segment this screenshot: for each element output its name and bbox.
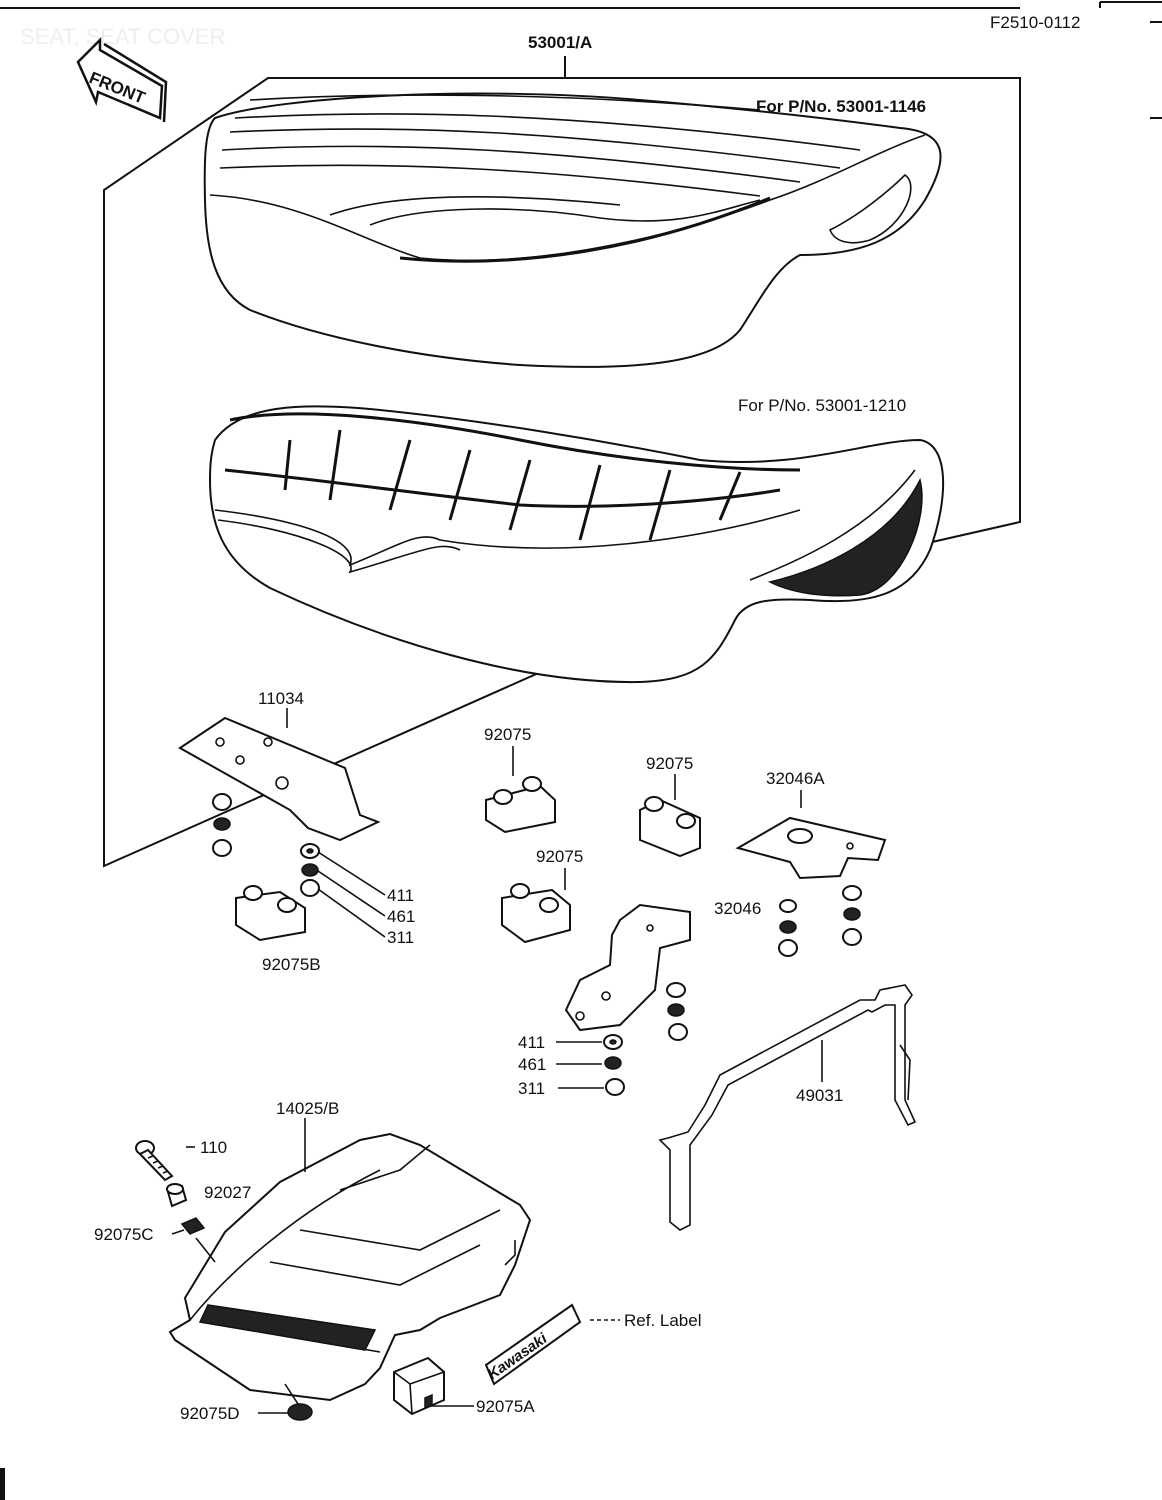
tail-cover-callout: 14025/B <box>276 1099 339 1118</box>
damper-92075b <box>235 885 306 942</box>
nut-stack-left <box>212 793 232 857</box>
collar-92027 <box>166 1183 188 1208</box>
damper-92075-top <box>485 776 556 834</box>
washer-411-mid <box>603 1034 623 1050</box>
damper-92075a-label: 92075A <box>476 1397 535 1416</box>
faint-header-text: SEAT, SEAT COVER <box>20 24 225 49</box>
nut-311-left <box>300 879 320 897</box>
nut-311-mid <box>605 1078 625 1096</box>
rod-49031 <box>658 984 917 1231</box>
washer-461-left <box>301 863 319 877</box>
damper-92075c-leader <box>171 1229 185 1235</box>
bolt-32046-label: 32046 <box>714 899 761 918</box>
nut-311-left-label: 311 <box>387 928 414 947</box>
variant-1210-label: For P/No. 53001-1210 <box>738 396 906 415</box>
bolt-32046-stack <box>778 899 798 957</box>
washer-411-left <box>300 843 320 859</box>
front-direction-arrow-icon: FRONT <box>76 36 168 123</box>
bracket-11034 <box>178 716 381 842</box>
washer-411-mid-label: 411 <box>518 1033 545 1052</box>
emblem-text: Kawasaki <box>485 1330 551 1384</box>
stay-32046a <box>735 816 887 880</box>
diagram-code: F2510-0112 <box>990 13 1080 32</box>
damper-92075a <box>393 1356 445 1416</box>
tail-cover-14025b <box>168 1132 532 1402</box>
bracket-callout: 11034 <box>258 689 304 708</box>
seat-cover-variant-1210 <box>208 405 945 684</box>
damper-92075-right-label: 92075 <box>646 754 693 773</box>
washer-411-left-label: 411 <box>387 886 414 905</box>
damper-92075b-label: 92075B <box>262 955 321 974</box>
collar-92027-label: 92027 <box>204 1183 251 1202</box>
stay-callout: 32046A <box>766 769 825 788</box>
nut-stack-bracket <box>666 982 688 1041</box>
damper-92075-lower <box>501 883 571 944</box>
washer-461-left-label: 461 <box>387 907 415 926</box>
bolt-110 <box>135 1140 174 1182</box>
tail-cover-mount-line-lower <box>284 1383 299 1405</box>
washer-461-mid-label: 461 <box>518 1055 546 1074</box>
rod-callout: 49031 <box>796 1086 843 1105</box>
bracket-middle <box>564 903 691 1032</box>
damper-92075-top-label: 92075 <box>484 725 531 744</box>
damper-92075-right <box>639 796 701 858</box>
damper-92075d <box>287 1403 313 1421</box>
washer-461-mid <box>604 1056 622 1070</box>
mid-fastener-leaders <box>556 1041 604 1089</box>
damper-92075c <box>180 1217 206 1235</box>
emblem-kawasaki-logo: Kawasaki <box>485 1303 582 1386</box>
left-margin-mark <box>0 1468 5 1500</box>
tail-cover-mount-line <box>195 1237 216 1263</box>
left-fastener-leaders <box>317 851 386 938</box>
damper-92075d-label: 92075D <box>180 1404 240 1423</box>
damper-92075-lower-label: 92075 <box>536 847 583 866</box>
seat-assy-callout: 53001/A <box>528 33 592 52</box>
bolt-110-label: 110 <box>200 1138 227 1157</box>
corner-tab <box>1099 1 1162 8</box>
nut-311-mid-label: 311 <box>518 1079 545 1098</box>
nut-stack-right <box>842 885 862 946</box>
seat-cover-variant-1146 <box>203 92 942 368</box>
damper-92075c-label: 92075C <box>94 1225 154 1244</box>
variant-1146-label: For P/No. 53001-1146 <box>756 97 926 116</box>
ref-label-text: Ref. Label <box>624 1311 702 1330</box>
